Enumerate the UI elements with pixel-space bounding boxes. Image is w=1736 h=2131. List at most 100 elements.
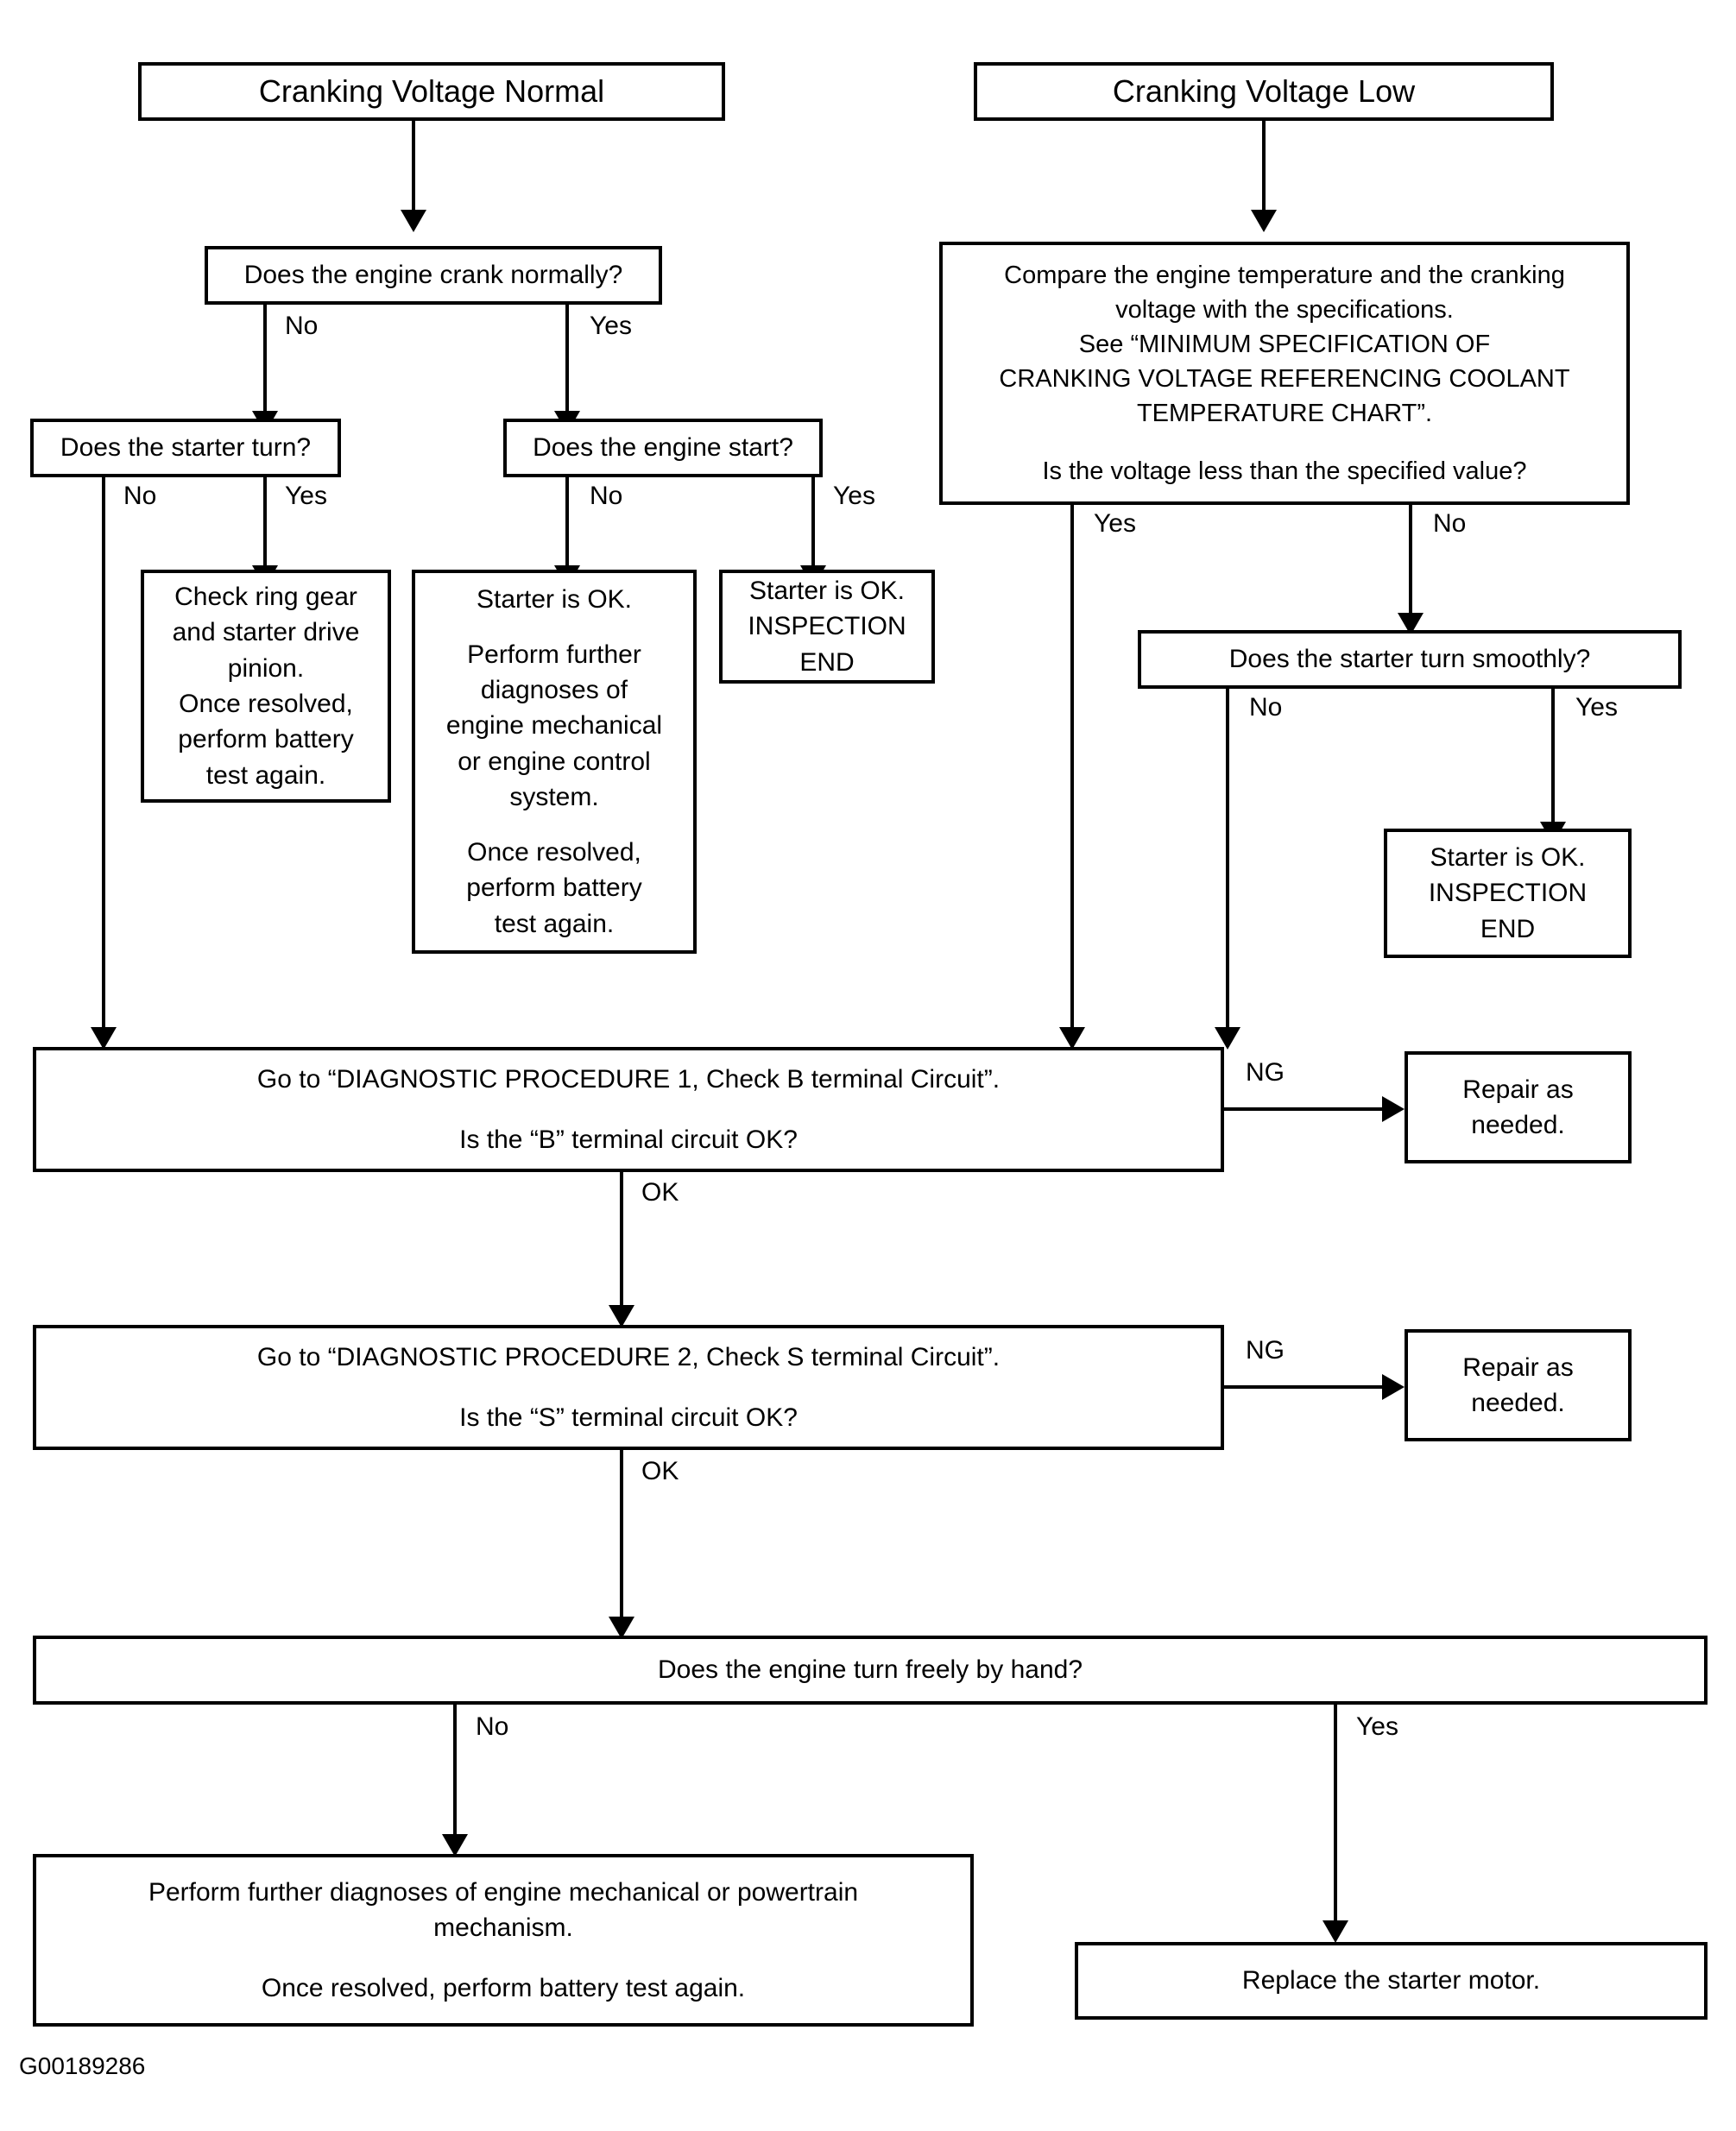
node-text-line-2: and starter drive [172,618,360,647]
node-repair-as-needed-2: Repair as needed. [1405,1329,1632,1441]
node-text-line-2: INSPECTION [1428,879,1588,908]
node-starter-ok-perform-further-diagnoses: Starter is OK. Perform further diagnoses… [412,570,697,954]
node-text-line-6: Is the voltage less than the specified v… [1042,457,1527,486]
connector-header-left-to-crank [412,121,415,214]
node-text-line-5: TEMPERATURE CHART”. [1136,399,1433,427]
node-text-line-7: Once resolved, [467,837,641,867]
edge-label-dp1-ok: OK [641,1178,679,1207]
node-text-line-3: END [799,647,855,677]
node-text: Cranking Voltage Normal [258,73,605,110]
node-compare-engine-temperature: Compare the engine temperature and the c… [939,242,1630,505]
node-text-line-6: test again. [205,760,326,790]
arrow-head-down [91,1027,117,1050]
node-text-line-1: Starter is OK. [476,585,633,614]
arrow-head-right [1382,1096,1405,1122]
edge-label-dp2-ng: NG [1246,1336,1285,1365]
node-text-line-1: Go to “DIAGNOSTIC PROCEDURE 2, Check S t… [256,1342,1001,1371]
connector-smoothly-yes [1551,689,1555,831]
edge-label-starter-turn-yes: Yes [285,482,327,510]
node-question-engine-start: Does the engine start? [503,419,823,477]
edge-label-dp2-ok: OK [641,1457,679,1485]
node-text: Does the engine start? [533,433,793,463]
node-text-line-2: Is the “S” terminal circuit OK? [459,1403,798,1432]
node-text: Does the starter turn? [60,433,312,463]
edge-label-freely-yes: Yes [1356,1712,1398,1741]
arrow-head-down [1059,1027,1085,1050]
node-text: Replace the starter motor. [1241,1966,1541,1995]
node-text-line-2: voltage with the specifications. [1115,295,1454,324]
edge-label-smoothly-yes: Yes [1575,693,1618,722]
connector-freely-no [453,1705,457,1838]
node-text-line-2: needed. [1471,1389,1565,1417]
node-text-line-4: engine mechanical [445,711,663,741]
connector-dp1-ok [620,1172,623,1310]
node-text: Does the engine turn freely by hand? [658,1655,1083,1685]
node-text-line-2: Is the “B” terminal circuit OK? [459,1125,798,1154]
arrow-head-down [401,210,426,232]
node-text-line-3: pinion. [227,653,305,683]
node-replace-starter-motor: Replace the starter motor. [1075,1942,1708,2020]
node-starter-ok-inspection-end-right: Starter is OK. INSPECTION END [1384,829,1632,958]
node-text-line-8: perform battery [466,873,642,903]
edge-label-starter-turn-no: No [123,482,157,510]
node-text-line-1: Perform further diagnoses of engine mech… [148,1877,859,1907]
edge-label-crank-yes: Yes [590,312,632,340]
node-text-line-2: INSPECTION [748,612,906,641]
figure-id-label: G00189286 [19,2052,146,2079]
edge-label-freely-no: No [476,1712,509,1741]
node-text-line-2: mechanism. [433,1913,573,1943]
node-text-line-6: system. [509,783,599,812]
connector-crank-no [263,305,267,415]
connector-crank-yes [565,305,569,415]
node-check-ring-gear: Check ring gear and starter drive pinion… [141,570,391,803]
connector-compare-no [1409,505,1412,617]
node-starter-ok-inspection-end-left: Starter is OK. INSPECTION END [719,570,935,684]
connector-starter-turn-yes [263,477,267,579]
node-perform-further-diagnoses-powertrain: Perform further diagnoses of engine mech… [33,1854,974,2027]
node-text-line-1: Starter is OK. [1430,842,1586,872]
node-text-line-4: CRANKING VOLTAGE REFERENCING COOLANT [999,364,1570,393]
connector-engine-start-yes [811,477,815,579]
edge-label-compare-yes: Yes [1094,509,1136,538]
node-question-starter-turn: Does the starter turn? [30,419,341,477]
connector-smoothly-no [1226,689,1229,1047]
edge-label-crank-no: No [285,312,319,340]
connector-header-right-to-compare [1262,121,1266,214]
node-text-line-1: Go to “DIAGNOSTIC PROCEDURE 1, Check B t… [256,1064,1001,1094]
node-text-line-9: test again. [494,909,615,938]
connector-dp1-ng [1224,1107,1385,1111]
arrow-head-down [609,1305,634,1327]
node-text-line-2: needed. [1471,1111,1565,1139]
node-text-line-2: Perform further [467,640,641,669]
connector-dp2-ok [620,1450,623,1623]
node-repair-as-needed-1: Repair as needed. [1405,1051,1632,1163]
node-header-cranking-voltage-normal: Cranking Voltage Normal [138,62,725,121]
node-text-line-1: Starter is OK. [748,576,906,605]
connector-freely-yes [1334,1705,1337,1925]
node-text-line-1: Compare the engine temperature and the c… [1004,261,1565,289]
node-text: Does the engine crank normally? [243,261,623,290]
node-text-line-1: Repair as [1462,1075,1574,1104]
node-text: Cranking Voltage Low [1112,73,1416,110]
edge-label-dp1-ng: NG [1246,1058,1285,1087]
edge-label-smoothly-no: No [1249,693,1283,722]
arrow-head-down [442,1834,468,1857]
node-text-line-3: END [1480,914,1536,943]
node-text-line-4: Once resolved, [179,690,353,718]
connector-engine-start-no [565,477,569,579]
node-question-starter-turn-smoothly: Does the starter turn smoothly? [1138,630,1682,689]
connector-dp2-ng [1224,1385,1385,1389]
node-text-line-3: See “MINIMUM SPECIFICATION OF [1078,330,1491,358]
node-text-line-5: or engine control [458,747,651,776]
node-question-engine-crank-normally: Does the engine crank normally? [205,246,662,305]
arrow-head-down [1215,1027,1240,1050]
node-text-line-1: Repair as [1462,1352,1574,1382]
node-diagnostic-procedure-1: Go to “DIAGNOSTIC PROCEDURE 1, Check B t… [33,1047,1224,1172]
node-text-line-1: Check ring gear [174,582,357,611]
arrow-head-down [1251,210,1277,232]
arrow-head-right [1382,1374,1405,1400]
node-text: Does the starter turn smoothly? [1228,645,1591,674]
connector-compare-yes [1070,505,1074,1047]
arrow-head-down [609,1617,634,1639]
